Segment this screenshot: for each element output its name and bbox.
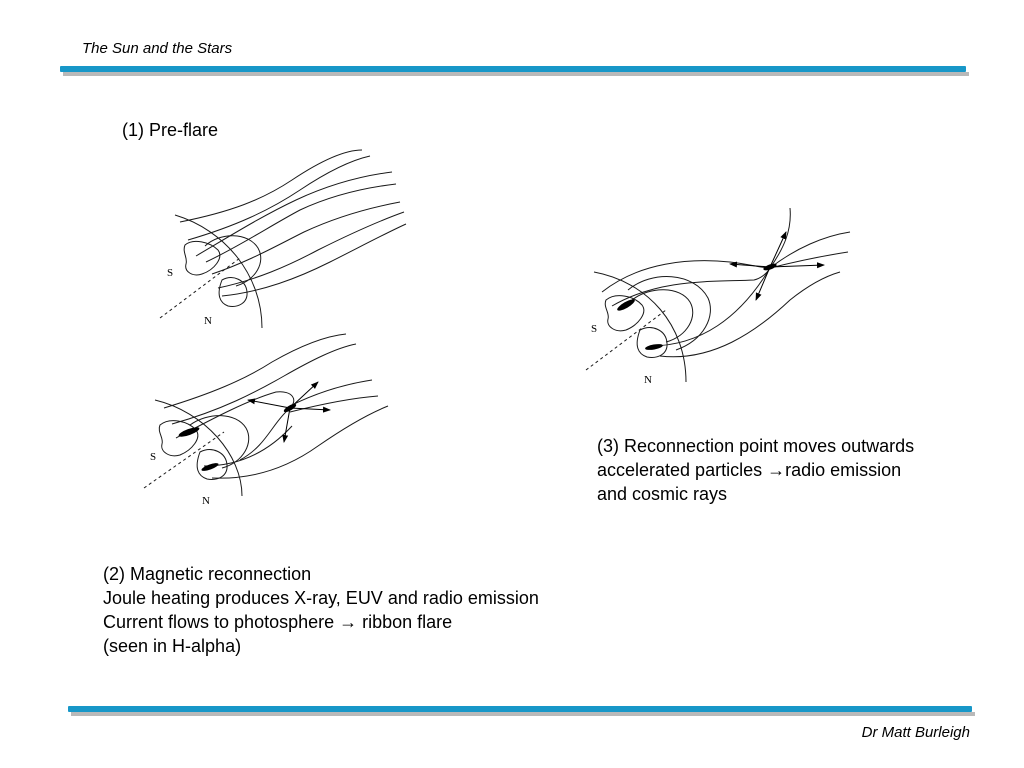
caption-line: accelerated particles →radio emission	[597, 458, 914, 482]
outward-diagram: S N	[586, 208, 850, 386]
field-line	[770, 208, 790, 268]
field-line	[164, 334, 346, 408]
outward-caption: (3) Reconnection point moves outwards ac…	[597, 434, 914, 506]
south-spot-outline	[605, 296, 644, 331]
field-line	[176, 392, 294, 460]
field-line	[196, 172, 392, 256]
arcade-loop	[632, 290, 693, 342]
field-line	[660, 272, 840, 357]
ribbon-kernel-north	[645, 343, 664, 351]
outflow-arrow-down	[756, 267, 770, 300]
reconnection-diagram: S N	[144, 334, 388, 507]
footer-rule	[68, 706, 972, 712]
reconnection-south-label: S	[150, 451, 156, 463]
inflow-arrow-right	[290, 408, 330, 410]
caption-line: (seen in H-alpha)	[103, 634, 539, 658]
caption-line: (2) Magnetic reconnection	[103, 562, 539, 586]
outward-north-label: N	[644, 374, 652, 386]
field-line	[770, 232, 850, 268]
inflow-arrow-left	[248, 400, 290, 408]
ribbon-kernel-south	[616, 297, 636, 312]
field-line	[188, 156, 370, 240]
limb-arc	[155, 400, 242, 496]
caption-line: and cosmic rays	[597, 482, 914, 506]
caption-line: Joule heating produces X-ray, EUV and ra…	[103, 586, 539, 610]
field-line	[222, 224, 406, 296]
field-line	[206, 184, 396, 262]
pre-flare-diagram: S N	[160, 150, 406, 328]
caption-line: Current flows to photosphere → ribbon fl…	[103, 610, 539, 634]
south-spot-outline	[159, 421, 198, 456]
field-line	[172, 344, 356, 424]
field-line	[290, 380, 372, 406]
north-spot-outline	[637, 328, 667, 358]
neutral-line	[586, 310, 666, 370]
caption-line: (3) Reconnection point moves outwards	[597, 434, 914, 458]
slide-footer-author: Dr Matt Burleigh	[862, 724, 970, 741]
pre-flare-south-label: S	[167, 267, 173, 279]
arcade-loop	[628, 277, 710, 350]
reconnection-caption: (2) Magnetic reconnection Joule heating …	[103, 562, 539, 658]
field-line	[218, 212, 404, 288]
footer-rule-shadow	[71, 712, 975, 716]
field-line	[180, 150, 362, 222]
limb-arc	[594, 272, 686, 382]
pre-flare-north-label: N	[204, 315, 212, 327]
inflow-arrow-left	[730, 264, 770, 267]
field-line	[290, 396, 378, 412]
field-line	[212, 406, 388, 478]
ribbon-kernel-north	[201, 462, 220, 473]
reconnection-north-label: N	[202, 495, 210, 507]
outward-south-label: S	[591, 323, 597, 335]
field-line	[212, 202, 400, 274]
